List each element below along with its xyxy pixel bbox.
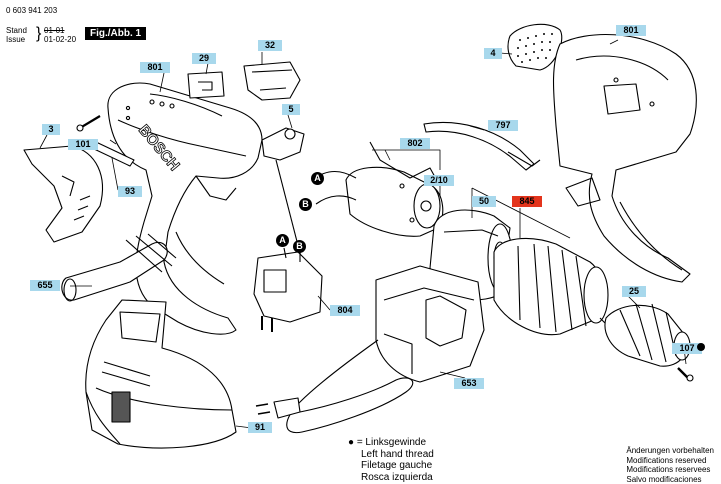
- drill-housing-shape: [107, 82, 263, 335]
- keyless-chuck-shape: [604, 303, 691, 367]
- issue-label: Issue: [6, 35, 26, 44]
- figure-label: Fig./Abb. 1: [85, 27, 147, 40]
- plug-shape: [273, 397, 301, 419]
- screw-shape: [79, 115, 101, 129]
- belt-clip-shape: [23, 145, 104, 243]
- connector-b-motor: B: [299, 198, 312, 211]
- motor-shape: [311, 141, 444, 237]
- part-label-25: 25: [622, 286, 646, 297]
- note-line-4: Salvo modificaciones: [626, 474, 702, 484]
- part-label-29: 29: [192, 53, 216, 64]
- switch-5-shape: [261, 127, 305, 161]
- issue-value: 01-02-20: [44, 35, 77, 44]
- part-label-801-half: 801: [616, 25, 646, 36]
- part-label-797: 797: [488, 120, 518, 131]
- chuck-assembly-shape: [493, 237, 609, 336]
- part-label-91: 91: [248, 422, 272, 433]
- part-label-5: 5: [282, 104, 300, 115]
- thread-legend: ● = Linksgewinde Left hand thread Fileta…: [348, 437, 434, 483]
- part-label-801-housing: 801: [140, 62, 170, 73]
- part-label-4: 4: [484, 48, 502, 59]
- charger-shape: [286, 265, 485, 434]
- part-label-107: 107: [672, 343, 702, 354]
- part-label-2-10: 2/10: [424, 175, 454, 186]
- note-line-2: Modifications reserved: [626, 455, 707, 465]
- part-label-845: 845: [512, 196, 542, 207]
- part-label-802: 802: [400, 138, 430, 149]
- part-32-shape: [243, 61, 301, 101]
- connector-b-switch: B: [293, 240, 306, 253]
- part-label-32: 32: [258, 40, 282, 51]
- screw-107-shape: [677, 367, 689, 379]
- doc-number: 0 603 941 203: [6, 6, 58, 15]
- left-hand-thread-dot-icon: [697, 343, 705, 351]
- connector-a-motor: A: [311, 172, 324, 185]
- part-label-804: 804: [330, 305, 360, 316]
- part-label-653: 653: [454, 378, 484, 389]
- connector-a-switch: A: [276, 234, 289, 247]
- part-label-101: 101: [68, 139, 98, 150]
- modification-notes: Änderungen vorbehalten Modifications res…: [626, 446, 714, 484]
- part-29-shape: [187, 71, 225, 99]
- part-label-50: 50: [472, 196, 496, 207]
- header-brace: }: [36, 25, 42, 42]
- legend-line-3: Filetage gauche: [361, 460, 433, 471]
- part-label-3: 3: [42, 124, 60, 135]
- note-line-1: Änderungen vorbehalten: [626, 446, 714, 455]
- stand-label: Stand: [6, 26, 27, 35]
- stand-value: 01-01: [44, 26, 65, 35]
- housing-half-shape: [552, 33, 697, 283]
- legend-line-2: Left hand thread: [361, 448, 434, 460]
- note-line-3: Modifications reservees: [626, 465, 711, 474]
- part-label-655: 655: [30, 280, 60, 291]
- strap-shape: [423, 121, 535, 171]
- pad-shape: [507, 23, 563, 71]
- part-label-93: 93: [118, 186, 142, 197]
- battery-pack-shape: [85, 299, 237, 449]
- legend-line-4: Rosca izquierda: [361, 471, 433, 483]
- legend-line-1: ● = Linksgewinde: [348, 437, 427, 448]
